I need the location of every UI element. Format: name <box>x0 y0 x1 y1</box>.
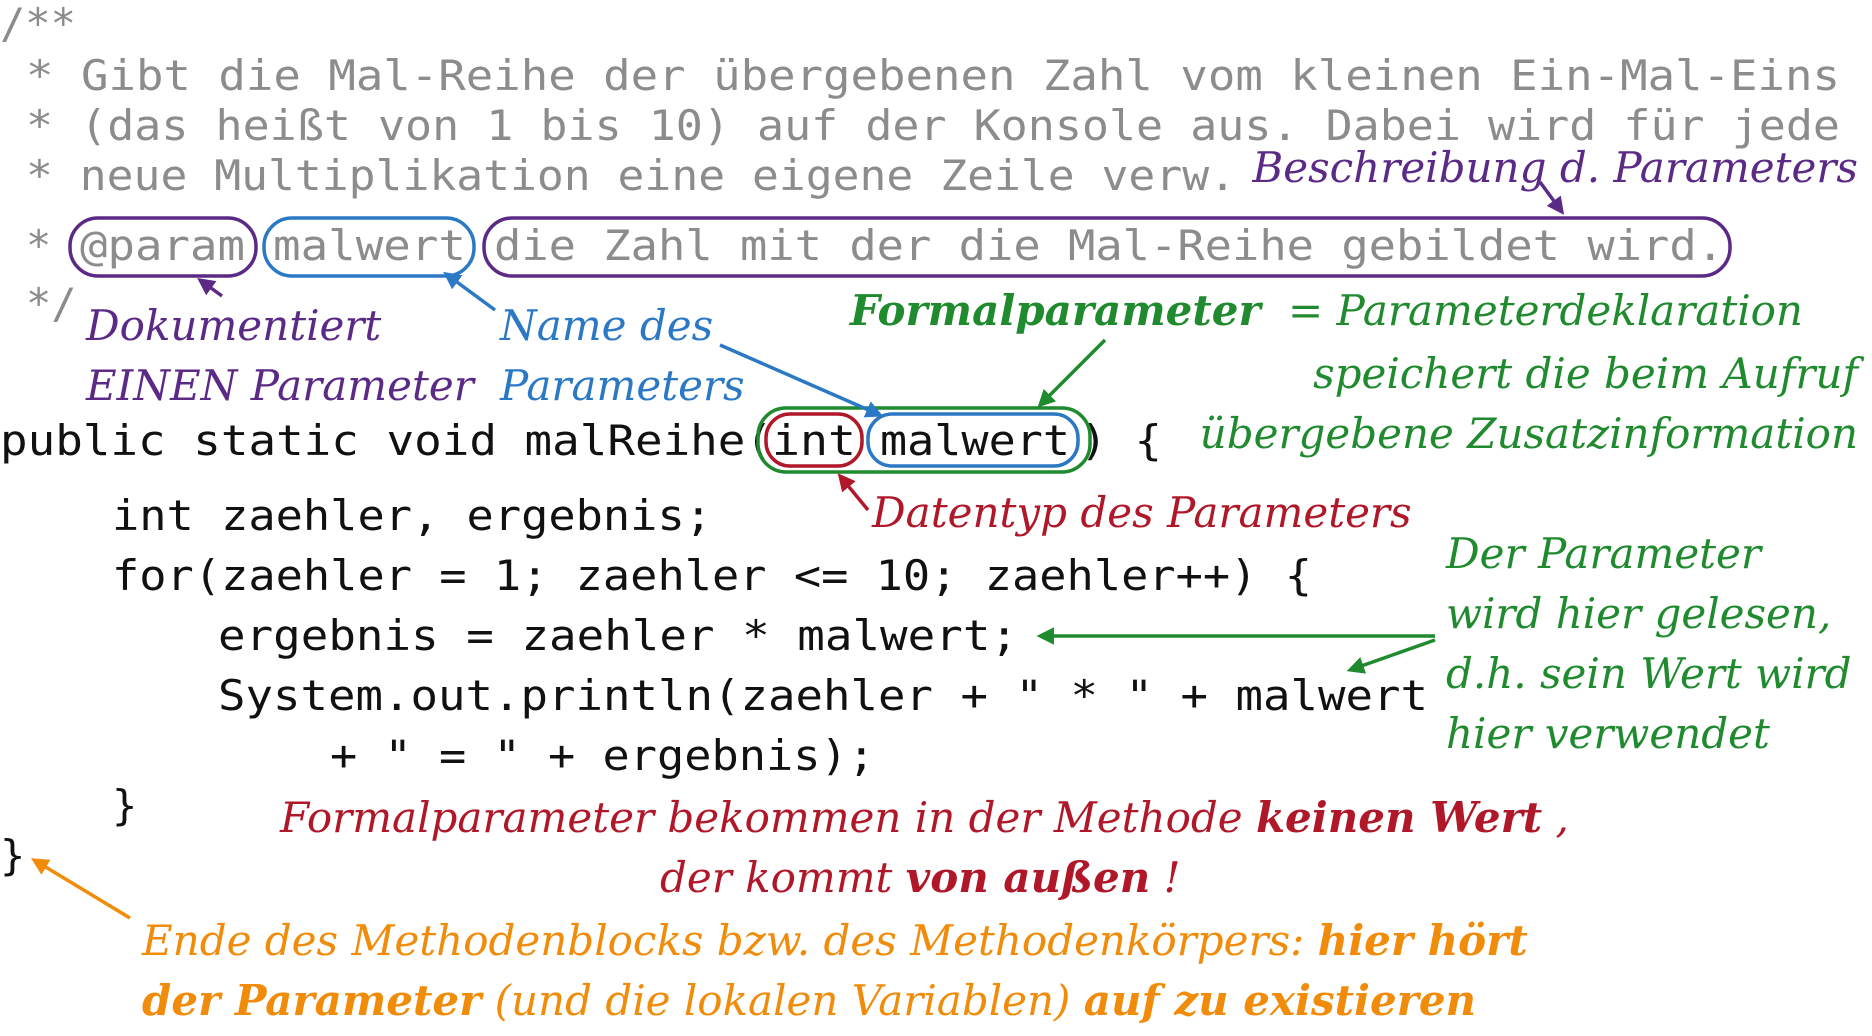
label-end-bold-3: auf zu existieren <box>1084 976 1476 1025</box>
label-value-line-2: der kommt von außen ! <box>660 853 1181 902</box>
label-name-line-2: Parameters <box>499 361 745 410</box>
code-method-close-brace: } <box>0 831 25 880</box>
label-read-line-1: Der Parameter <box>1445 529 1764 578</box>
arrow-documents-parameter <box>197 277 224 298</box>
arrow-name-to-comment <box>443 271 497 312</box>
javadoc-open: /** <box>0 0 76 48</box>
label-end-bold-2: der Parameter <box>142 976 484 1025</box>
arrow-name-to-signature <box>719 343 884 418</box>
javadoc-line-3: * neue Multiplikation eine eigene Zeile … <box>26 151 1236 200</box>
label-formal-line-3: übergebene Zusatzinformation <box>1200 409 1858 458</box>
type-highlight <box>764 412 864 468</box>
label-param-description: Beschreibung d. Parameters <box>1251 143 1858 192</box>
label-formal-bold: Formalparameter <box>849 286 1263 335</box>
label-value-line-2b: ! <box>1164 853 1181 902</box>
code-println-line-2: + " = " + ergebnis); <box>330 731 875 780</box>
code-signature-name: malwert <box>880 416 1070 465</box>
code-signature-prefix: public static void malReihe( <box>0 416 773 465</box>
javadoc-param-star: * <box>26 221 51 270</box>
javadoc-param-tag: @param <box>80 221 245 270</box>
label-name-line-1: Name des <box>499 301 713 350</box>
javadoc-param-name: malwert <box>273 221 466 270</box>
code-declaration: int zaehler, ergebnis; <box>112 491 712 540</box>
label-documents-line-2: EINEN Parameter <box>85 361 477 410</box>
label-value-bold-1: keinen Wert <box>1256 793 1542 842</box>
label-read-line-2: wird hier gelesen, <box>1446 589 1831 638</box>
param-tag-highlight <box>68 216 258 278</box>
code-for-loop: for(zaehler = 1; zaehler <= 10; zaehler+… <box>112 551 1312 600</box>
param-name-highlight <box>262 216 476 278</box>
arrow-data-type <box>837 473 870 512</box>
arrow-param-description <box>1538 180 1565 215</box>
label-formal-line-2: speichert die beim Aufruf <box>1313 349 1864 398</box>
label-value-part-2: , <box>1556 793 1569 842</box>
label-value-bold-2: von außen <box>906 853 1151 902</box>
javadoc-param-description: die Zahl mit der die Mal-Reihe gebildet … <box>494 221 1724 270</box>
code-signature-type: int <box>772 416 856 465</box>
label-value-line-1: Formalparameter bekommen in der Methode … <box>279 793 1569 842</box>
label-end-line-1: Ende des Methodenblocks bzw. des Methode… <box>141 916 1528 965</box>
label-end-bold-1: hier hört <box>1318 916 1528 965</box>
javadoc-line-2: * (das heißt von 1 bis 10) auf der Konso… <box>26 101 1840 150</box>
code-signature-suffix: ) { <box>1080 416 1162 465</box>
label-read-line-3: d.h. sein Wert wird <box>1446 649 1851 698</box>
param-description-highlight <box>482 216 1732 278</box>
label-read-line-4: hier verwendet <box>1446 709 1770 758</box>
arrow-read-println <box>1346 638 1436 674</box>
code-println-line-1: System.out.println(zaehler + " * " + mal… <box>218 671 1428 720</box>
formal-parameter-highlight <box>756 406 1092 474</box>
label-data-type: Datentyp des Parameters <box>871 488 1412 537</box>
arrow-formal-parameter <box>1037 338 1107 408</box>
label-end-line-2b: (und die lokalen Variablen) <box>495 976 1084 1025</box>
label-documents-line-1: Dokumentiert <box>85 301 381 350</box>
code-assignment: ergebnis = zaehler * malwert; <box>218 611 1018 660</box>
label-value-line-2a: der kommt <box>660 853 906 902</box>
label-end-line-1a: Ende des Methodenblocks bzw. des Methode… <box>141 916 1318 965</box>
javadoc-close: */ <box>26 279 77 328</box>
javadoc-line-1: * Gibt die Mal-Reihe der übergebenen Zah… <box>26 51 1840 100</box>
label-formal-rest: = Parameterdeklaration <box>1288 286 1803 335</box>
label-value-part-1: Formalparameter bekommen in der Methode <box>279 793 1256 842</box>
arrow-end-of-method <box>31 858 131 920</box>
name-highlight <box>866 412 1080 468</box>
label-end-line-2: der Parameter (und die lokalen Variablen… <box>142 976 1476 1025</box>
code-for-close-brace: } <box>112 781 137 830</box>
label-formal-line-1: Formalparameter = Parameterdeklaration <box>849 286 1803 335</box>
